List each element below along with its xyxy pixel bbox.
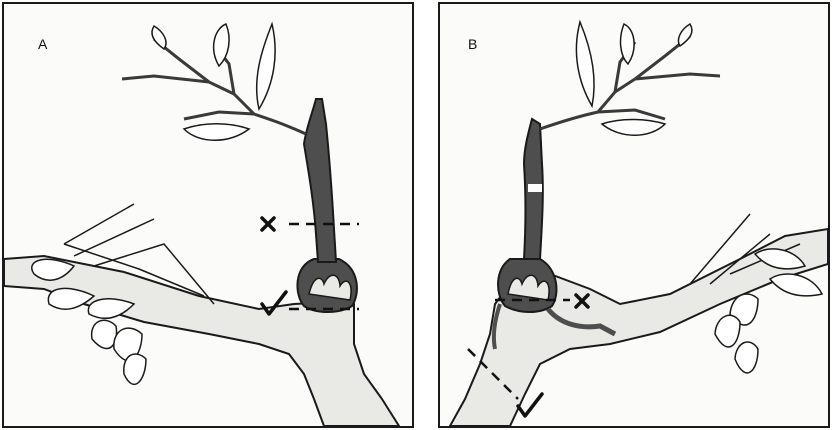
cross-icon <box>262 218 274 230</box>
mistletoe-stem-a <box>304 99 336 262</box>
panel-b-illustration <box>440 4 828 426</box>
mistletoe-leaves-a <box>152 24 275 140</box>
panel-a-illustration <box>4 4 412 426</box>
panel-a: A <box>2 2 414 428</box>
panel-b: B <box>438 2 830 428</box>
